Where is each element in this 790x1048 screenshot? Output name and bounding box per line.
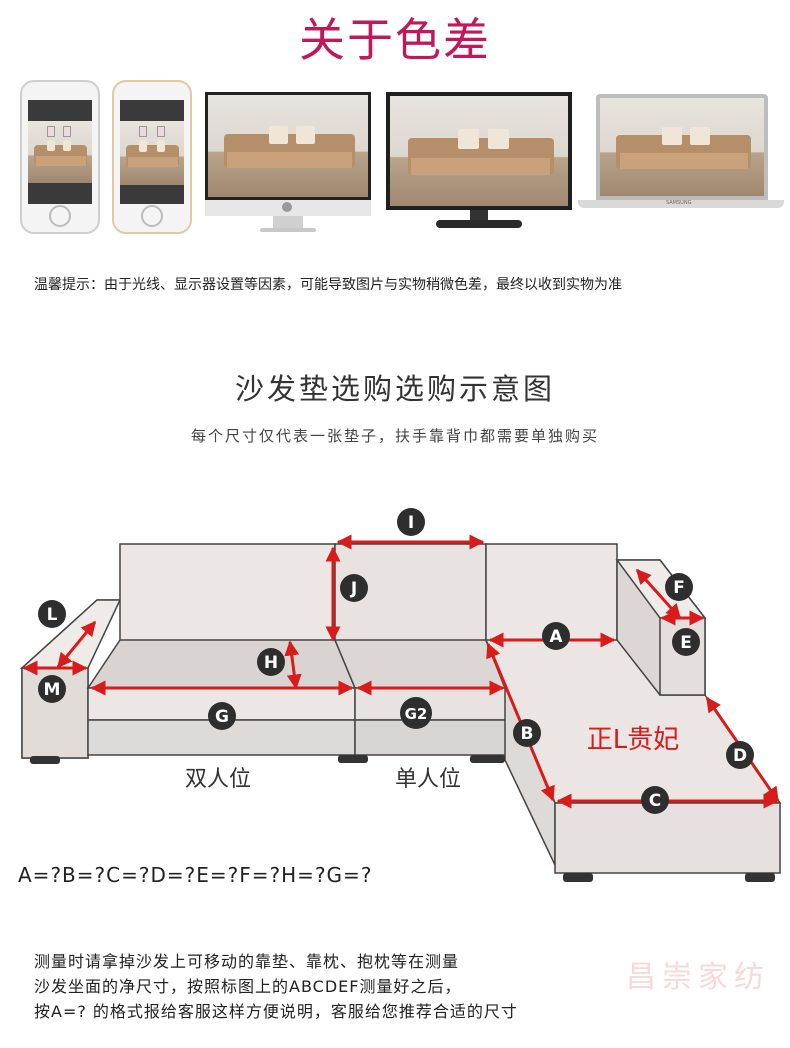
marker-i: I [397,508,425,536]
guide-title: 沙发垫选购选购示意图 [234,372,555,406]
marker-a: A [542,622,570,650]
svg-text:L: L [47,605,58,625]
marker-h: H [257,648,285,676]
apple-logo-icon [282,202,292,212]
marker-f: F [665,573,693,601]
laptop: SAMSUNG [578,94,784,214]
measure-h [284,640,302,690]
svg-text:C: C [649,791,661,811]
label-double-seat: 双人位 [185,767,251,792]
sofa-diagram: I J F L A E H M G G2 B D C 双人位 单人位 正L贵妃 [20,508,782,882]
marker-g2: G2 [400,697,432,729]
svg-text:I: I [408,513,414,533]
marker-m: M [38,675,66,703]
svg-text:B: B [521,724,534,744]
svg-text:H: H [264,653,278,673]
backrest-left [119,543,336,645]
marker-e: E [672,628,700,656]
measure-f [635,568,682,620]
label-chaise: 正L贵妃 [587,725,680,755]
marker-c: C [641,786,669,814]
watermark: 昌崇家纺 [626,960,770,995]
seat-single [333,639,507,689]
page-title: 关于色差 [299,13,491,67]
imac [205,92,371,234]
note-line-2: 沙发坐面的净尺寸，按照标图上的ABCDEF测量好之后， [34,977,462,996]
svg-text:A: A [549,627,563,647]
marker-b: B [513,719,541,747]
svg-text:G: G [215,707,229,727]
label-single-seat: 单人位 [395,767,461,792]
phone-iphone [112,80,192,234]
svg-text:D: D [733,746,747,766]
note-line-1: 测量时请拿掉沙发上可移动的靠垫、靠枕、抱枕等在测量 [34,952,460,971]
measure-l [56,620,97,669]
marker-d: D [726,741,754,769]
svg-text:J: J [350,579,357,599]
guide-subtitle: 每个尺寸仅代表一张垫子，扶手靠背巾都需要单独购买 [190,427,599,445]
note-line-3: 按A=? 的格式报给客服这样方便说明，客服给您推荐合适的尺寸 [34,1002,518,1021]
svg-text:G2: G2 [405,705,428,723]
laptop-brand: SAMSUNG [666,200,692,206]
marker-j: J [340,574,368,602]
monitor [386,92,572,234]
color-tip: 温馨提示：由于光线、显示器设置等因素，可能导致图片与实物稍微色差，最终以收到实物… [34,277,622,293]
seat-double [86,639,357,689]
phone-android [20,80,100,234]
marker-g: G [208,702,236,730]
marker-l: L [38,600,66,628]
svg-text:F: F [673,578,685,598]
svg-text:E: E [680,633,692,653]
measurement-formula: A=?B=?C=?D=?E=?F=?H=?G=? [18,863,373,887]
svg-text:M: M [44,680,61,700]
